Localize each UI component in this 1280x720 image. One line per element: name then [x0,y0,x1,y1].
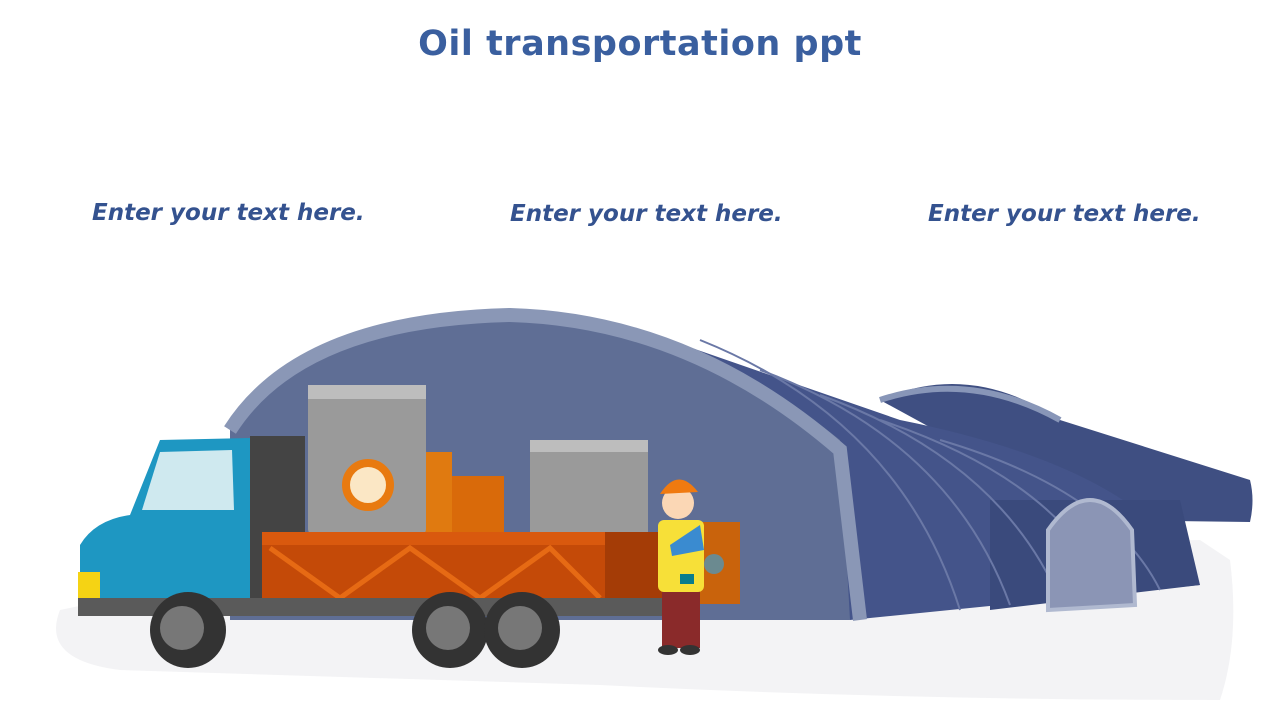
worker [658,479,704,655]
hangar-door [1046,498,1138,613]
truck-wheels [150,592,560,668]
slide-title: Oil transportation ppt [418,24,862,64]
text-box-3[interactable]: Enter your text here. [928,201,1201,227]
rear-hangar [879,384,1253,522]
text-box-1[interactable]: Enter your text here. [92,200,365,226]
truck [78,436,668,668]
text-box-2[interactable]: Enter your text here. [510,201,783,227]
